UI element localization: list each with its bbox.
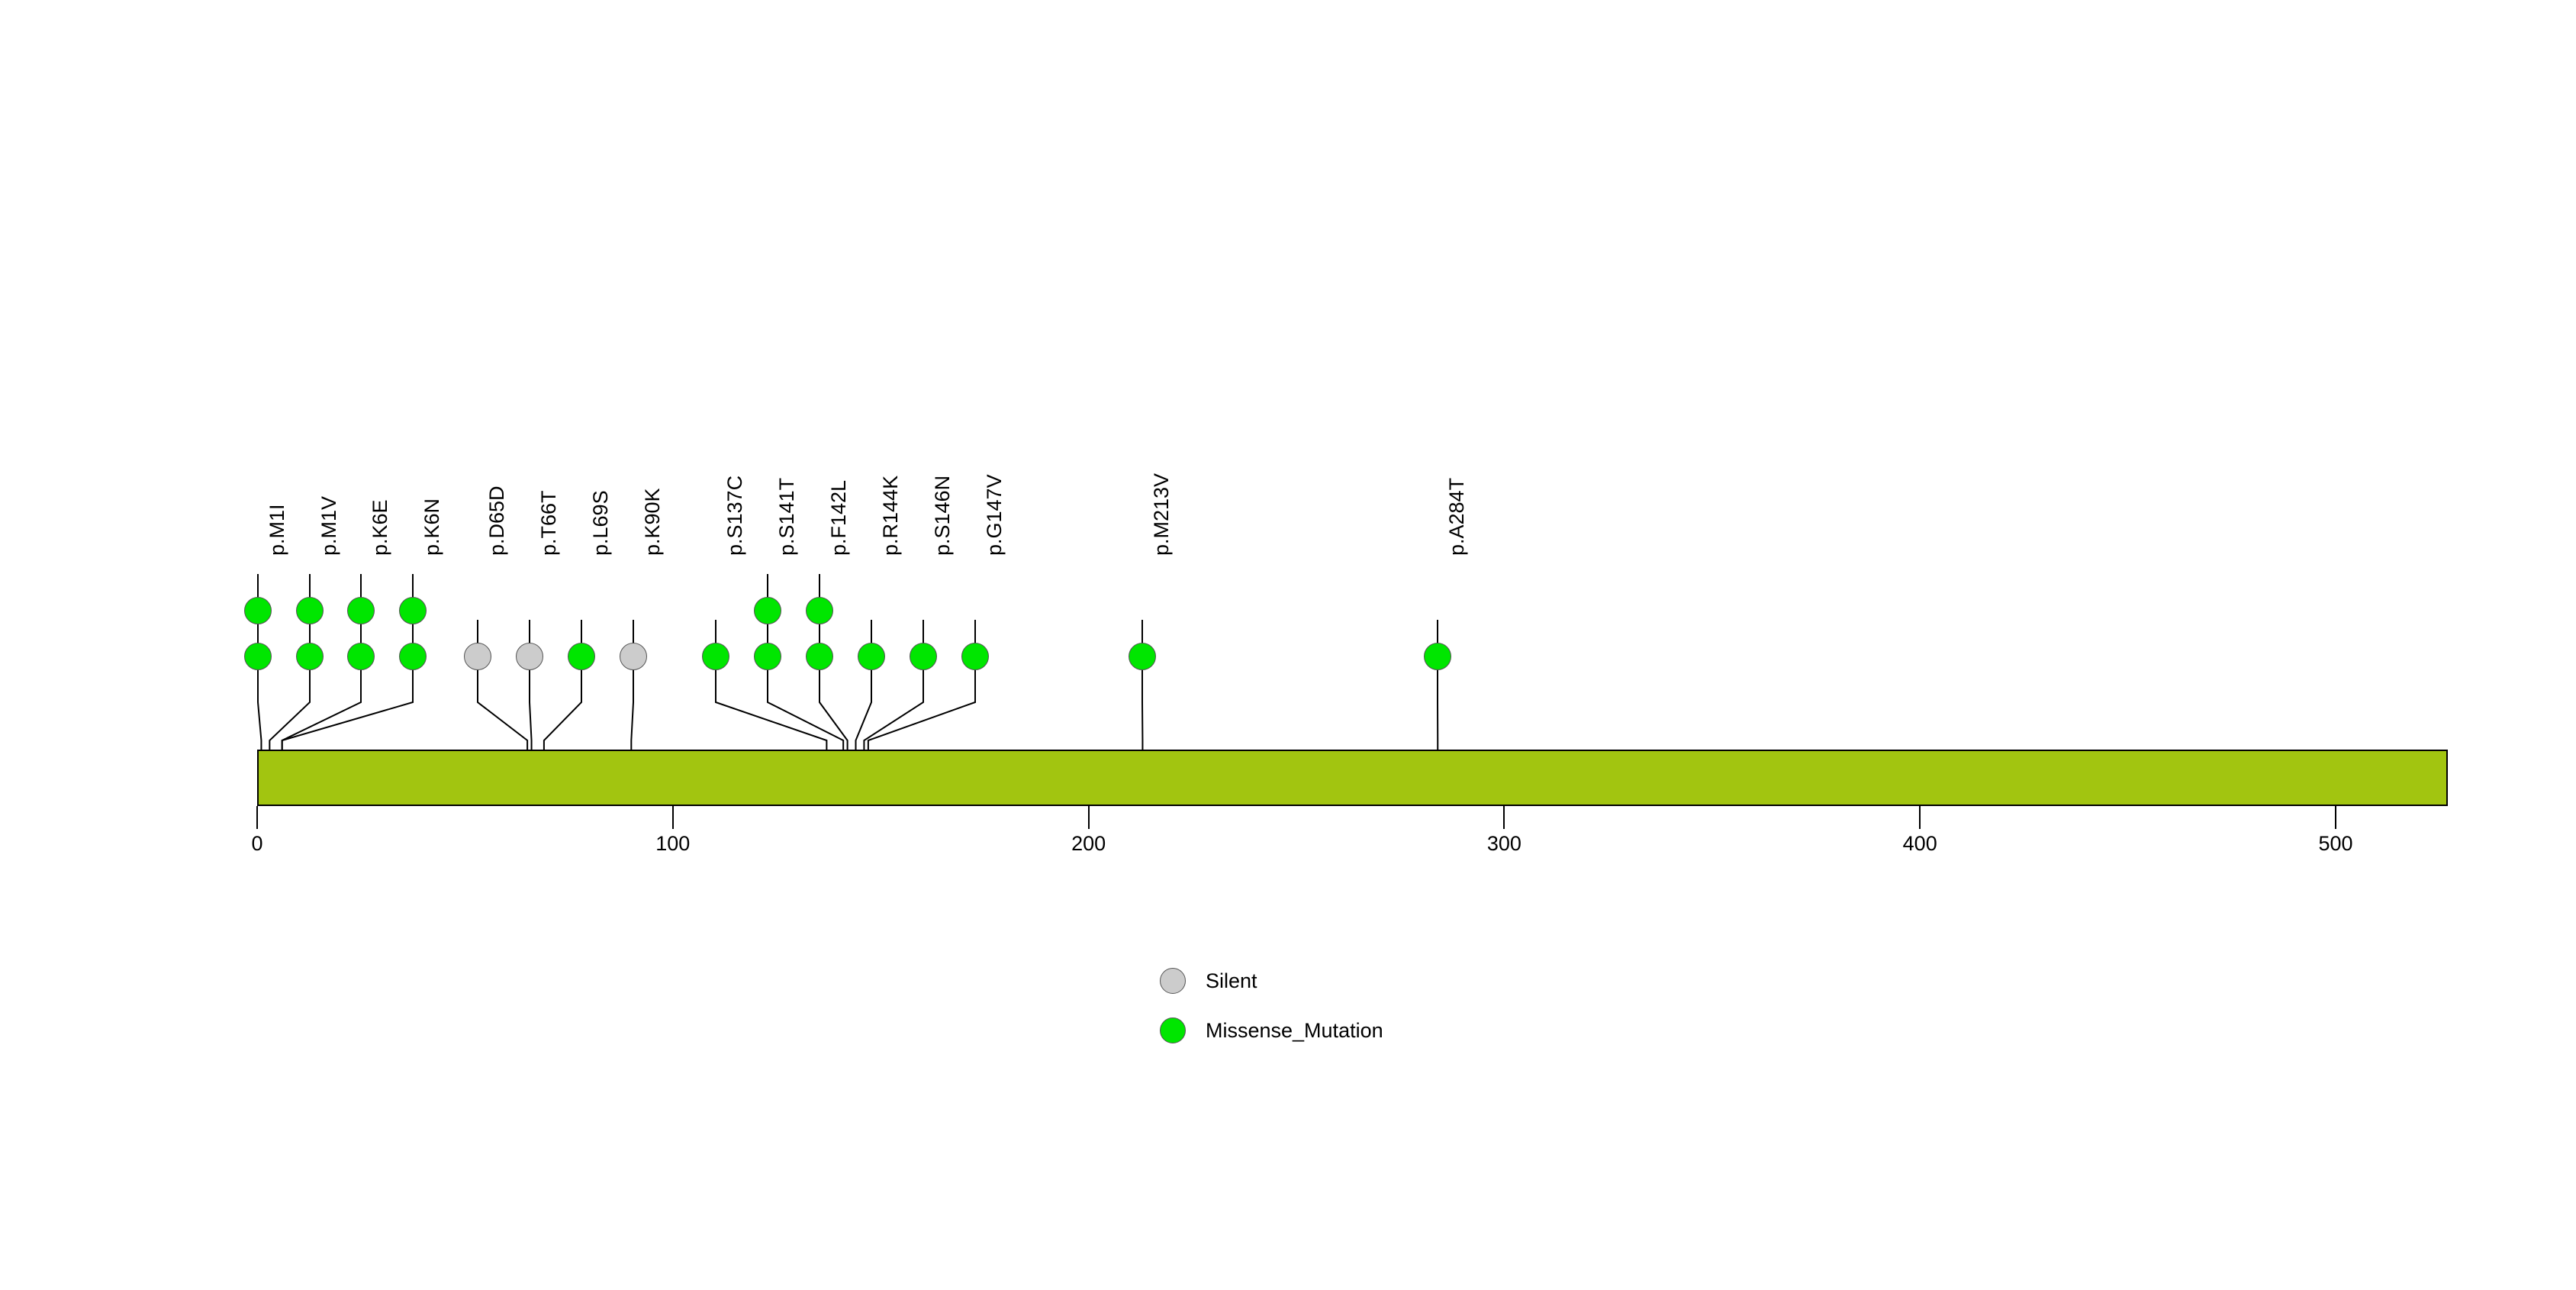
axis-tick xyxy=(2335,806,2336,829)
legend-label: Missense_Mutation xyxy=(1206,1018,1383,1042)
axis-tick xyxy=(1087,806,1090,829)
lollipop-dot[interactable] xyxy=(399,643,427,670)
lollipop-stem xyxy=(630,620,634,750)
axis-tick-label: 500 xyxy=(2318,832,2353,855)
mutation-label: p.S146N xyxy=(931,475,954,556)
mutation-label: p.R144K xyxy=(879,475,902,556)
lollipop-stem xyxy=(867,620,976,750)
mutation-label: p.D65D xyxy=(485,485,508,556)
legend-label: Silent xyxy=(1206,969,1257,992)
lollipop-dot[interactable] xyxy=(806,643,833,670)
lollipop-dot[interactable] xyxy=(961,643,989,670)
axis-tick xyxy=(256,806,258,829)
axis-tick xyxy=(1503,806,1505,829)
lollipop-dot[interactable] xyxy=(516,643,543,670)
axis-tick-label: 400 xyxy=(1902,832,1937,855)
legend-swatch-silent xyxy=(1160,968,1186,994)
axis-tick xyxy=(671,806,674,829)
mutation-label: p.M213V xyxy=(1150,472,1173,556)
protein-backbone-bar xyxy=(257,750,2449,806)
mutation-label: p.M1I xyxy=(266,504,288,556)
lollipop-dot[interactable] xyxy=(910,643,937,670)
legend-swatch-missense_mutation xyxy=(1160,1017,1186,1043)
mutation-label: p.L69S xyxy=(589,490,612,556)
lollipop-stem xyxy=(529,620,533,750)
lollipop-dot[interactable] xyxy=(1424,643,1451,670)
mutation-label: p.K6E xyxy=(369,499,391,556)
mutation-label: p.S137C xyxy=(723,475,746,556)
lollipop-stem xyxy=(715,620,828,750)
lollipop-dot[interactable] xyxy=(464,643,491,670)
lollipop-dot[interactable] xyxy=(296,597,324,624)
lollipop-dot[interactable] xyxy=(347,643,375,670)
legend-item[interactable]: Silent xyxy=(1160,968,1257,994)
lollipop-dot[interactable] xyxy=(702,643,729,670)
lollipop-dot[interactable] xyxy=(1129,643,1156,670)
lollipop-dot[interactable] xyxy=(806,597,833,624)
lollipop-dot[interactable] xyxy=(399,597,427,624)
axis-tick xyxy=(1919,806,1921,829)
lollipop-dot[interactable] xyxy=(296,643,324,670)
axis-tick-label: 100 xyxy=(655,832,691,855)
axis-tick-label: 300 xyxy=(1486,832,1521,855)
mutation-label: p.A284T xyxy=(1445,477,1468,556)
lollipop-dot[interactable] xyxy=(620,643,647,670)
lollipop-stem xyxy=(543,620,582,750)
mutation-label: p.K6N xyxy=(420,498,443,556)
lollipop-dot[interactable] xyxy=(754,643,781,670)
lollipop-stem xyxy=(863,620,924,750)
lollipop-dot[interactable] xyxy=(244,643,272,670)
mutation-label: p.M1V xyxy=(317,495,340,556)
lollipop-stem xyxy=(855,620,872,750)
legend-item[interactable]: Missense_Mutation xyxy=(1160,1017,1383,1043)
axis-tick-label: 0 xyxy=(251,832,263,855)
lollipop-dot[interactable] xyxy=(858,643,885,670)
lollipop-dot[interactable] xyxy=(244,597,272,624)
mutation-label: p.G147V xyxy=(983,474,1006,556)
lollipop-stem xyxy=(477,620,529,750)
lollipop-dot[interactable] xyxy=(347,597,375,624)
mutation-label: p.T66T xyxy=(537,490,560,556)
lollipop-dot[interactable] xyxy=(754,597,781,624)
mutation-label: p.S141T xyxy=(775,477,798,556)
axis-tick-label: 200 xyxy=(1071,832,1106,855)
mutation-label: p.F142L xyxy=(827,479,850,556)
mutation-label: p.K90K xyxy=(641,488,664,556)
lollipop-dot[interactable] xyxy=(568,643,595,670)
